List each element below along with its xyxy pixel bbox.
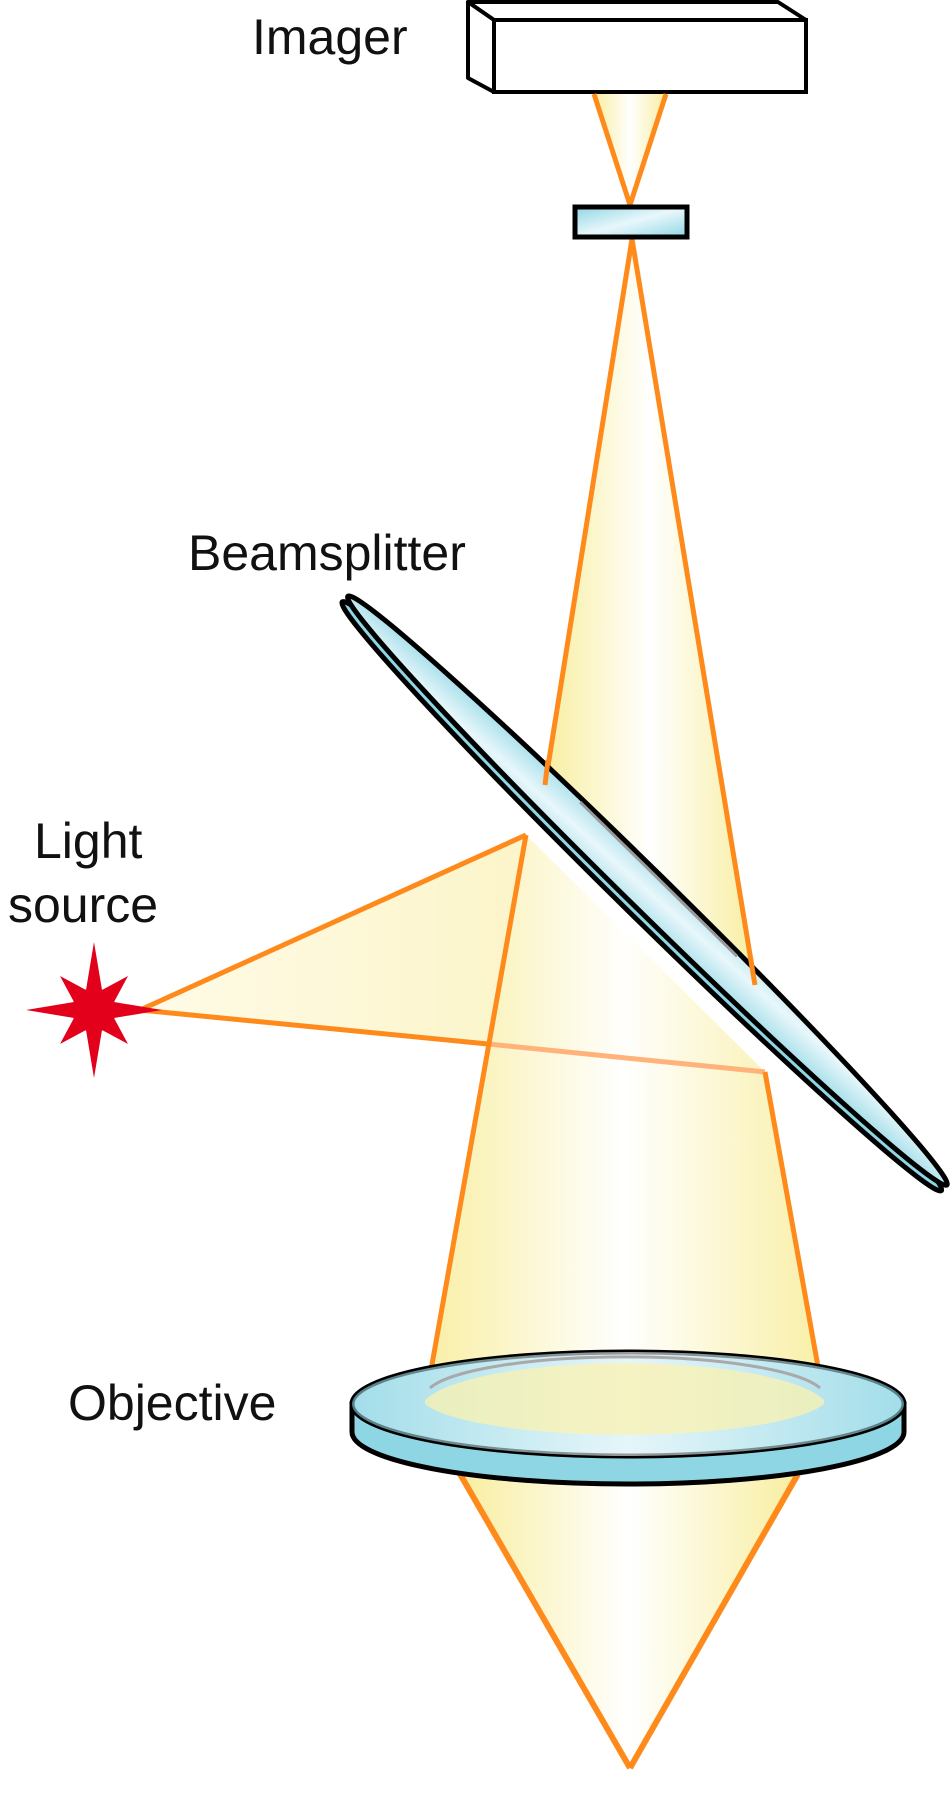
light-source-label-line1: Light <box>34 813 143 869</box>
objective-label: Objective <box>68 1375 276 1431</box>
upper-beam-cone <box>545 239 755 985</box>
ray-over-splitter <box>542 759 758 986</box>
lower-beam-cone <box>425 835 824 1404</box>
window-optic <box>572 204 690 240</box>
beamsplitter-plate <box>339 593 950 1194</box>
beamsplitter-label: Beamsplitter <box>188 525 466 581</box>
objective-lens <box>349 1349 907 1487</box>
focus-cone <box>457 1472 801 1770</box>
light-source-star-icon <box>26 942 162 1078</box>
ray-lines <box>138 238 827 1405</box>
imager-label: Imager <box>252 9 408 65</box>
light-source-label-line2: source <box>8 877 158 933</box>
imager-box <box>466 0 808 94</box>
beam-to-imager <box>591 93 669 206</box>
